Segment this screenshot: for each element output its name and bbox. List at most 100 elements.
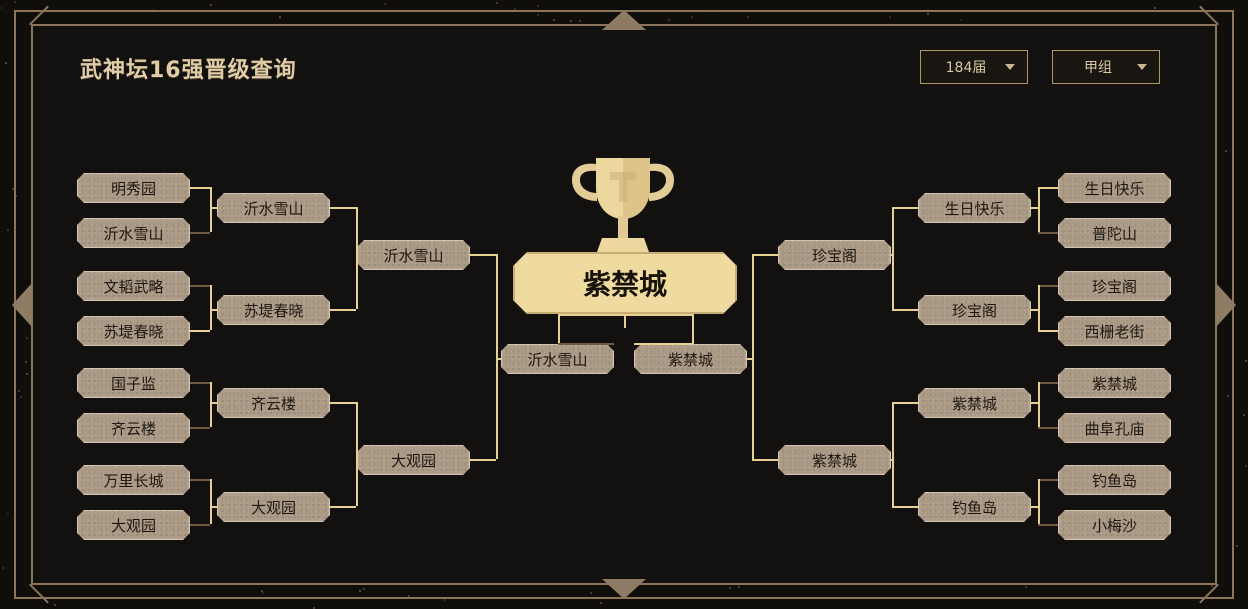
connector-line xyxy=(558,314,625,316)
connector-line xyxy=(470,254,496,256)
connector-line xyxy=(190,427,210,429)
team-node-left-r16-0[interactable]: 明秀园 xyxy=(77,173,190,203)
season-select-value: 184届 xyxy=(945,60,987,76)
connector-line xyxy=(190,285,210,287)
team-node-right-qf-1[interactable]: 珍宝阁 xyxy=(918,295,1031,325)
connector-line xyxy=(1031,506,1038,508)
team-label: 国子监 xyxy=(110,374,156,393)
connector-line xyxy=(692,314,694,343)
team-node-left-r16-5[interactable]: 齐云楼 xyxy=(77,413,190,443)
team-label: 钓鱼岛 xyxy=(1091,471,1137,490)
connector-line xyxy=(210,382,212,427)
connector-line xyxy=(1038,330,1058,332)
team-node-left-qf-2[interactable]: 齐云楼 xyxy=(217,388,330,418)
connector-line xyxy=(190,232,210,234)
connector-line xyxy=(892,402,894,506)
connector-line xyxy=(210,207,217,209)
season-select[interactable]: 184届 xyxy=(920,50,1028,84)
connector-line xyxy=(1038,382,1058,384)
connector-line xyxy=(892,207,918,209)
connector-line xyxy=(356,207,358,309)
team-label: 紫禁城 xyxy=(951,394,997,413)
connector-line xyxy=(330,402,356,404)
team-label: 大观园 xyxy=(390,451,436,470)
team-node-left-qf-1[interactable]: 苏堤春晓 xyxy=(217,295,330,325)
connector-line xyxy=(1031,309,1038,311)
team-label: 紫禁城 xyxy=(667,350,713,369)
team-node-left-r16-7[interactable]: 大观园 xyxy=(77,510,190,540)
team-node-left-r16-6[interactable]: 万里长城 xyxy=(77,465,190,495)
team-node-left-final-0[interactable]: 沂水雪山 xyxy=(501,344,614,374)
team-node-right-r16-1[interactable]: 普陀山 xyxy=(1058,218,1171,248)
team-node-right-r16-4[interactable]: 紫禁城 xyxy=(1058,368,1171,398)
connector-line xyxy=(210,506,217,508)
connector-line xyxy=(625,314,692,316)
team-node-right-final-0[interactable]: 紫禁城 xyxy=(634,344,747,374)
page-title: 武神坛16强晋级查询 xyxy=(80,58,297,83)
connector-line xyxy=(747,358,752,360)
champion-box[interactable]: 紫禁城 xyxy=(513,252,737,314)
filter-controls: 184届 甲组 xyxy=(920,50,1160,84)
connector-line xyxy=(210,309,217,311)
team-node-right-r16-3[interactable]: 西栅老街 xyxy=(1058,316,1171,346)
connector-line xyxy=(752,459,778,461)
team-label: 曲阜孔庙 xyxy=(1084,419,1145,438)
team-node-right-sf-0[interactable]: 珍宝阁 xyxy=(778,240,891,270)
team-label: 珍宝阁 xyxy=(811,246,857,265)
connector-line xyxy=(210,285,212,330)
team-label: 普陀山 xyxy=(1091,224,1137,243)
connector-line xyxy=(558,343,614,345)
team-node-left-r16-4[interactable]: 国子监 xyxy=(77,368,190,398)
team-node-right-r16-5[interactable]: 曲阜孔庙 xyxy=(1058,413,1171,443)
team-label: 万里长城 xyxy=(103,471,164,490)
team-node-right-r16-6[interactable]: 钓鱼岛 xyxy=(1058,465,1171,495)
connector-line xyxy=(558,314,560,343)
connector-line xyxy=(892,402,918,404)
connector-line xyxy=(210,187,212,232)
team-label: 紫禁城 xyxy=(811,451,857,470)
team-node-left-sf-0[interactable]: 沂水雪山 xyxy=(357,240,470,270)
connector-line xyxy=(330,309,356,311)
connector-line xyxy=(330,506,356,508)
team-label: 沂水雪山 xyxy=(103,224,164,243)
team-node-right-r16-2[interactable]: 珍宝阁 xyxy=(1058,271,1171,301)
team-node-right-qf-0[interactable]: 生日快乐 xyxy=(918,193,1031,223)
connector-line xyxy=(892,506,918,508)
team-node-left-r16-2[interactable]: 文韬武略 xyxy=(77,271,190,301)
team-node-left-qf-0[interactable]: 沂水雪山 xyxy=(217,193,330,223)
connector-line xyxy=(891,459,892,461)
team-node-left-r16-1[interactable]: 沂水雪山 xyxy=(77,218,190,248)
connector-line xyxy=(1038,285,1058,287)
team-label: 沂水雪山 xyxy=(527,350,588,369)
connector-line xyxy=(210,479,212,524)
group-select-value: 甲组 xyxy=(1084,60,1112,76)
connector-line xyxy=(1038,479,1058,481)
team-label: 生日快乐 xyxy=(1084,179,1145,198)
team-label: 明秀园 xyxy=(110,179,156,198)
team-label: 齐云楼 xyxy=(110,419,156,438)
connector-line xyxy=(1031,402,1038,404)
team-node-right-sf-1[interactable]: 紫禁城 xyxy=(778,445,891,475)
connector-line xyxy=(330,207,356,209)
connector-line xyxy=(1038,427,1058,429)
team-node-left-qf-3[interactable]: 大观园 xyxy=(217,492,330,522)
team-node-left-r16-3[interactable]: 苏堤春晓 xyxy=(77,316,190,346)
team-node-right-qf-2[interactable]: 紫禁城 xyxy=(918,388,1031,418)
group-select[interactable]: 甲组 xyxy=(1052,50,1160,84)
connector-line xyxy=(1038,524,1058,526)
champion-label: 紫禁城 xyxy=(582,268,667,301)
team-node-right-r16-0[interactable]: 生日快乐 xyxy=(1058,173,1171,203)
connector-line xyxy=(892,309,918,311)
team-node-left-sf-1[interactable]: 大观园 xyxy=(357,445,470,475)
connector-line xyxy=(1038,232,1058,234)
connector-line xyxy=(1031,207,1038,209)
team-node-right-r16-7[interactable]: 小梅沙 xyxy=(1058,510,1171,540)
team-label: 大观园 xyxy=(250,498,296,517)
team-node-right-qf-3[interactable]: 钓鱼岛 xyxy=(918,492,1031,522)
team-label: 大观园 xyxy=(110,516,156,535)
connector-line xyxy=(190,382,210,384)
trophy-icon xyxy=(572,158,674,252)
connector-line xyxy=(892,207,894,309)
connector-line xyxy=(190,524,210,526)
